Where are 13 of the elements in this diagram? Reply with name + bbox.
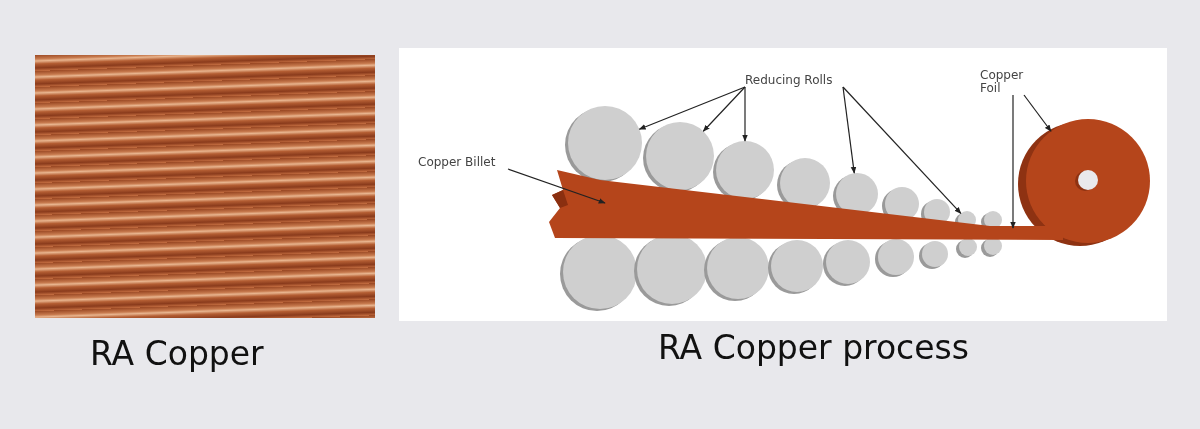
arrow (507, 168, 606, 204)
arrow (1023, 94, 1052, 132)
callout-label: Copper Foil (980, 69, 1024, 95)
callout-label: Reducing Rolls (745, 74, 834, 87)
arrow (742, 86, 748, 142)
arrow (638, 86, 746, 130)
caption: RA Copper (90, 334, 264, 373)
arrow (702, 86, 746, 132)
callout-label: Copper Billet (418, 156, 497, 169)
caption: RA Copper process (658, 328, 969, 367)
arrow (842, 86, 857, 174)
arrow (842, 86, 962, 214)
copper-strip (548, 168, 1063, 242)
